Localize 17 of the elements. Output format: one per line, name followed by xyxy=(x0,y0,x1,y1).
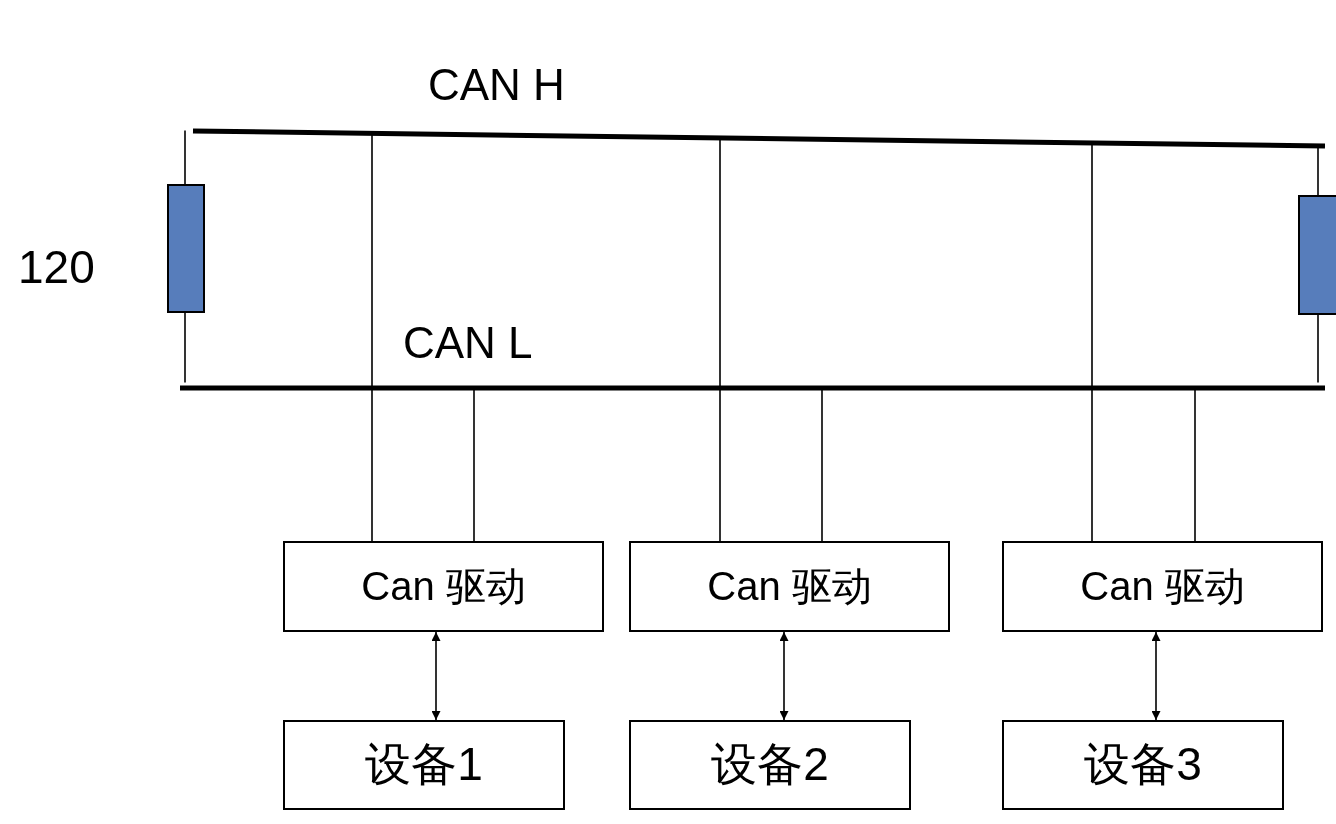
bus-label: CAN H xyxy=(428,60,565,110)
process-box: Can 驱动 xyxy=(1002,541,1323,632)
process-box: 设备2 xyxy=(629,720,911,810)
wire xyxy=(1317,314,1319,384)
resistor-symbol xyxy=(167,184,205,313)
resistor-symbol xyxy=(1298,195,1336,315)
process-box: 设备1 xyxy=(283,720,565,810)
resistance-value: 120 xyxy=(18,240,95,294)
bus-label: CAN L xyxy=(403,318,533,368)
double-arrow xyxy=(431,631,441,721)
wire xyxy=(184,312,186,384)
process-box: Can 驱动 xyxy=(629,541,950,632)
process-box: 设备3 xyxy=(1002,720,1284,810)
wire xyxy=(184,129,186,185)
double-arrow xyxy=(1151,631,1161,721)
process-box: Can 驱动 xyxy=(283,541,604,632)
double-arrow xyxy=(779,631,789,721)
